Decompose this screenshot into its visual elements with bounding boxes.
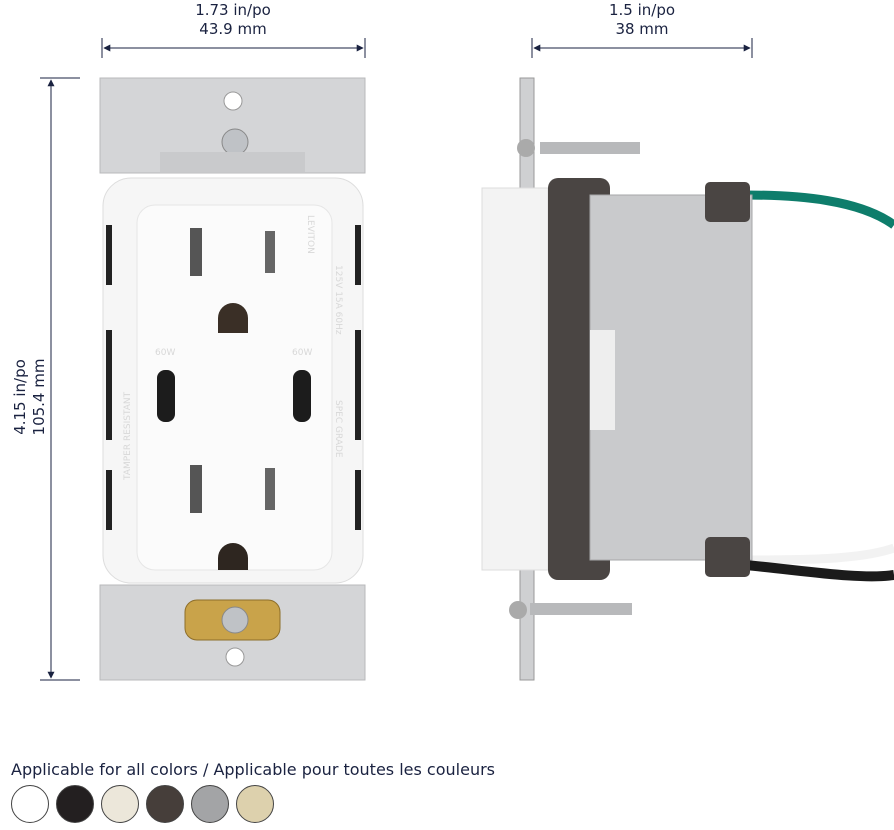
color-swatch-black [56, 785, 94, 823]
color-swatch-almond [236, 785, 274, 823]
side-depth-imperial: 1.5 in/po [608, 1, 676, 19]
marking-usb-power-left: 60W [155, 348, 175, 358]
depth-dimension-line [531, 38, 753, 58]
width-dimension-line [101, 38, 366, 58]
side-depth-label: 1.5 in/po 38 mm [542, 1, 742, 39]
side-depth-metric: 38 mm [615, 20, 669, 38]
front-width-metric: 43.9 mm [199, 20, 267, 38]
color-swatch-brown [146, 785, 184, 823]
outlet-side-view [481, 77, 894, 681]
front-width-imperial: 1.73 in/po [195, 1, 271, 19]
color-swatches [11, 785, 274, 823]
height-metric: 105.4 mm [30, 358, 48, 436]
marking-usb-power-right: 60W [292, 348, 312, 358]
height-imperial: 4.15 in/po [11, 359, 29, 435]
marking-tamper: TAMPER RESISTANT [123, 391, 133, 481]
color-swatch-white [11, 785, 49, 823]
height-label: 4.15 in/po 105.4 mm [11, 187, 49, 607]
outlet-front-view: 60W 60W LEVITON 125V 15A 60Hz TAMPER RES… [99, 77, 366, 681]
front-width-label: 1.73 in/po 43.9 mm [133, 1, 333, 39]
marking-rating: 125V 15A 60Hz [333, 265, 343, 335]
marking-grade: SPEC GRADE [333, 400, 343, 458]
marking-brand: LEVITON [305, 215, 315, 254]
color-swatch-gray [191, 785, 229, 823]
colors-caption: Applicable for all colors / Applicable p… [11, 760, 495, 779]
color-swatch-light-almond [101, 785, 139, 823]
height-dimension-line [40, 77, 80, 681]
